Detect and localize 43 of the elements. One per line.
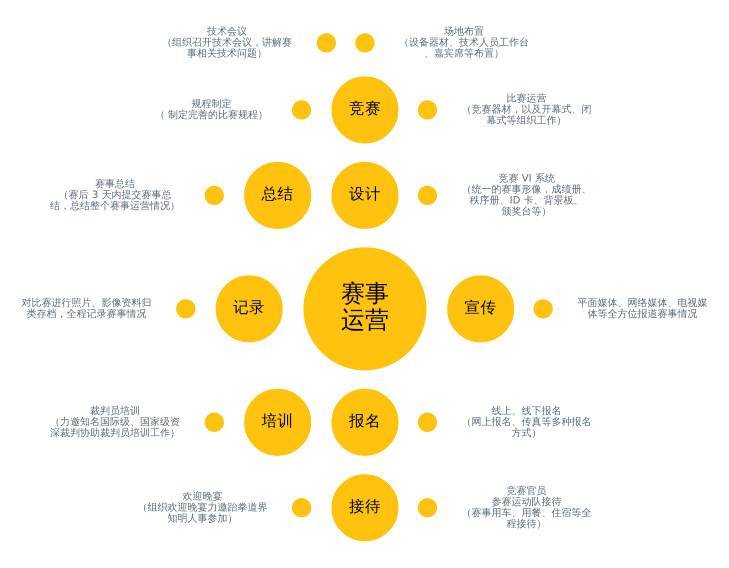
node-label: （设备器材、技术人员工作台、嘉宾席等布置）	[399, 36, 530, 59]
node-label: 竞赛 VI 系统	[498, 172, 555, 184]
node-label: （组织召开技术会议，讲解赛事相关技术问题）	[162, 36, 292, 59]
node-circle: 设计	[328, 158, 402, 232]
node-circle: 宣传	[444, 272, 517, 345]
node-circle	[174, 296, 198, 320]
node-circle	[416, 496, 439, 519]
node-label: 竞赛官员	[506, 485, 547, 496]
node-label: （力邀知名国际级、国家级资深裁判协助裁判员培训工作）	[50, 416, 180, 438]
node-circle: 记录	[212, 272, 286, 345]
node-circle	[314, 30, 338, 54]
node-circle	[290, 496, 314, 519]
node-label: 规程制定	[192, 98, 232, 110]
node-circle	[202, 183, 226, 206]
node-label: 裁判员培训	[90, 405, 140, 416]
node-circle: 赛事运营	[300, 244, 430, 373]
node-label: （赛后 3 天内提交赛事总结，总结整个赛事运营情况）	[50, 189, 180, 212]
node-label: 赛事总结	[95, 178, 136, 190]
node-label: 参赛运动队接待	[492, 496, 562, 508]
node-label: （赛事用车、用餐、住宿等全程接待）	[462, 507, 592, 530]
node-circle: 报名	[328, 386, 402, 458]
node-circle	[290, 98, 314, 121]
node-label: 线上、线下报名	[492, 405, 562, 416]
node-label: 平面媒体、网络媒体、电视媒体等全方位报道赛事情况	[577, 297, 708, 320]
node-circle: 培训	[241, 386, 314, 458]
node-circle: 总结	[241, 158, 314, 232]
node-label: （统一的赛事形像，成绩册、秩序册、ID 卡、背景板、颁奖台等）	[462, 184, 592, 217]
node-label: （竞赛器材，以及开幕式、闭幕式等组织工作）	[462, 104, 592, 126]
node-circle	[416, 98, 439, 121]
node-label: 欢迎晚宴	[182, 490, 222, 502]
node-circle	[353, 30, 376, 54]
node-circle	[202, 410, 226, 434]
node-circle	[532, 296, 555, 320]
node-label: （ 制定完善的比赛规程）	[154, 110, 268, 121]
node-circle	[416, 183, 439, 206]
node-circle: 竞赛	[328, 73, 402, 146]
node-label: 场地布置	[444, 26, 484, 37]
node-circle	[416, 410, 439, 434]
node-label: （组织欢迎晚宴力邀跆拳道界知明人事参加）	[137, 502, 268, 524]
node-label: 对比赛进行照片、影像资料归类存档，全程记录赛事情况	[22, 297, 152, 320]
node-label: （网上报名、传真等多种报名方式）	[462, 416, 592, 438]
node-label: 比赛运营	[506, 93, 547, 104]
node-label: 技术会议	[207, 26, 248, 37]
